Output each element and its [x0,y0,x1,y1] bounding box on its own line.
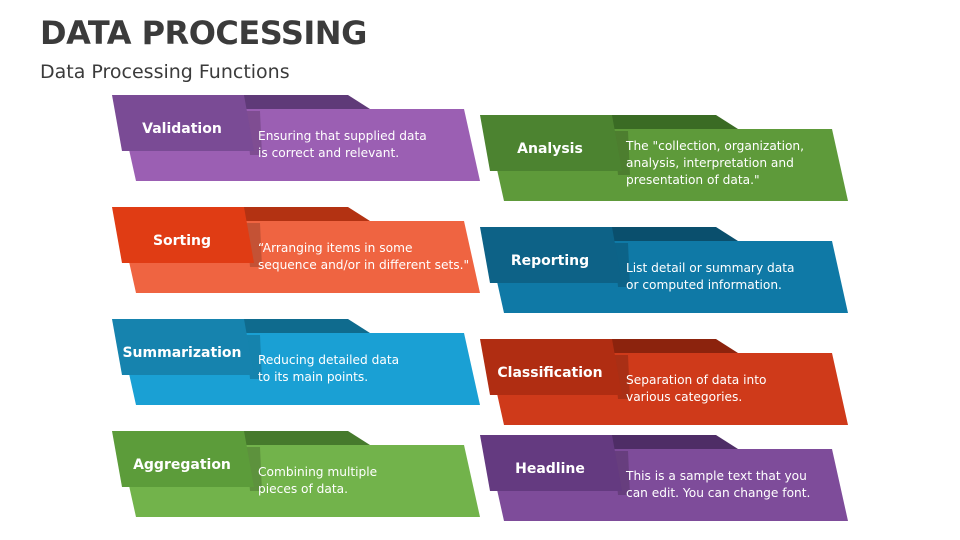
card-description-line: Reducing detailed data [258,353,400,367]
card-sorting: Sorting “Arranging items in some sequence … [112,207,484,295]
card-label: Analysis [517,141,583,157]
card-description-line: The "collection, organization, [626,139,805,153]
card-shape [480,435,848,521]
card-description-line: to its main points. [258,370,369,384]
card-description: “Arranging items in some sequence and/or … [258,240,469,274]
card-label: Summarization [122,345,242,361]
card-tab [480,227,622,283]
card-analysis: Analysis The "collection, organization, an… [480,115,852,203]
card-description-line: analysis, interpretation and [626,156,794,170]
card-label: Classification [497,365,603,381]
card-label: Headline [515,461,585,477]
card-description: Separation of data into various categorie… [626,372,766,406]
card-description-line: This is a sample text that you [626,469,807,483]
card-description-line: List detail or summary data [626,261,795,275]
card-shape [112,431,480,517]
card-tab [112,431,254,487]
card-description-line: Ensuring that supplied data [258,129,427,143]
slide-title: DATA PROCESSING [40,14,367,52]
card-label: Reporting [510,253,590,269]
card-description-line: pieces of data. [258,482,348,496]
card-shape [480,227,848,313]
card-description-line: Combining multiple [258,465,378,479]
card-label: Validation [142,121,222,137]
card-description: Ensuring that supplied data is correct an… [258,128,427,162]
card-shape [112,319,480,405]
card-shape [112,207,480,293]
card-shape [480,115,848,201]
card-description-line: can edit. You can change font. [626,486,811,500]
card-tab [480,435,622,491]
card-description-line: Separation of data into [626,373,767,387]
card-shape [480,339,848,425]
card-description: This is a sample text that you can edit. … [626,468,810,502]
card-description-line: is correct and relevant. [258,146,400,160]
card-description-line: “Arranging items in some [258,241,413,255]
card-tab [112,319,254,375]
card-tab [480,115,622,171]
card-tab [112,95,254,151]
card-description-line: or computed information. [626,278,782,292]
card-label: Sorting [152,233,212,249]
card-description-line: presentation of data." [626,173,760,187]
card-description: The "collection, organization, analysis, … [626,138,804,189]
card-tab [480,339,622,395]
card-label: Aggregation [133,457,231,473]
card-description: List detail or summary data or computed i… [626,260,794,294]
card-description: Combining multiple pieces of data. [258,464,377,498]
card-description: Reducing detailed data to its main points… [258,352,399,386]
card-description-line: various categories. [626,390,743,404]
card-tab [112,207,254,263]
card-shape [112,95,480,181]
slide-subtitle: Data Processing Functions [40,61,290,83]
card-description-line: sequence and/or in different sets." [258,258,470,272]
